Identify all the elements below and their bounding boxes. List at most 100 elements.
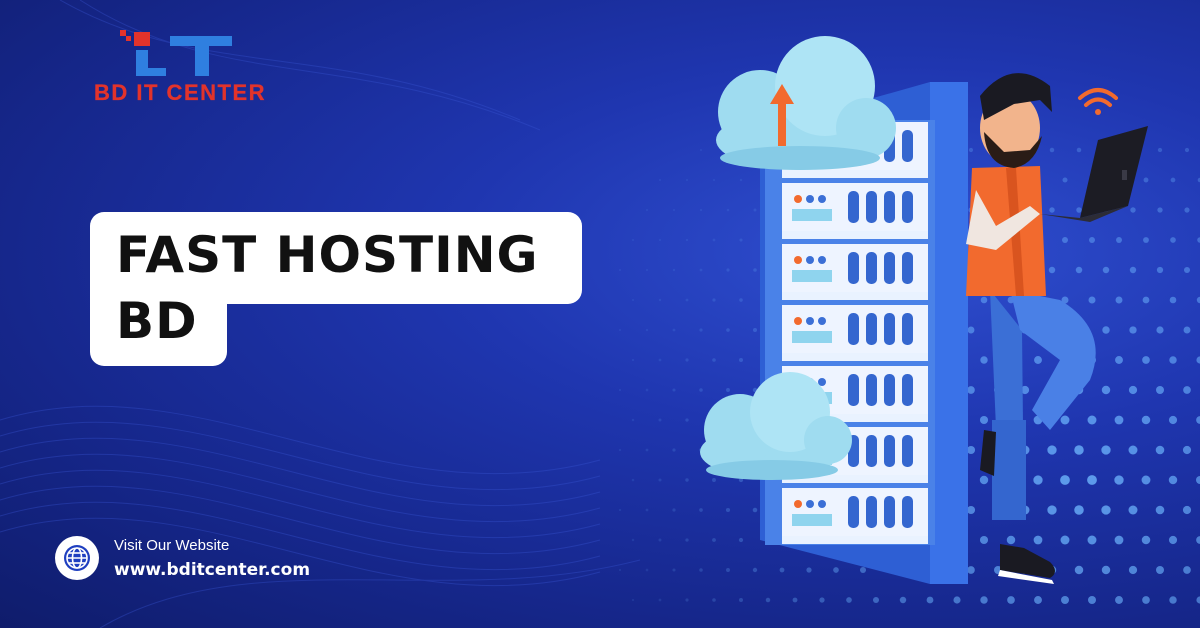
background-dot [1128, 385, 1138, 395]
background-dot [1129, 326, 1137, 334]
background-dot [1130, 207, 1136, 213]
background-dot [659, 239, 661, 241]
it-monogram-logo [120, 30, 232, 76]
background-dot [765, 597, 771, 603]
background-dot [726, 328, 730, 332]
background-dot [685, 538, 689, 542]
background-dot [618, 568, 622, 572]
background-dot [1075, 266, 1083, 274]
headline-box-tail [90, 288, 227, 366]
background-dot [645, 388, 649, 392]
server-unit [782, 244, 928, 300]
background-dot [1114, 415, 1124, 425]
background-dot [712, 238, 716, 242]
background-dot [1061, 596, 1069, 604]
background-dot [1101, 565, 1111, 575]
background-dot [1033, 535, 1043, 545]
background-dot [726, 268, 730, 272]
background-dot [1196, 416, 1200, 424]
background-dot [1169, 596, 1177, 604]
wifi-icon [1078, 88, 1118, 115]
background-dot [725, 507, 731, 513]
background-dot [1156, 566, 1164, 574]
background-dot [619, 329, 621, 331]
background-dot [753, 268, 757, 272]
background-dot [672, 388, 676, 392]
background-dot [1183, 386, 1191, 394]
background-dot [1020, 385, 1030, 395]
background-dot [712, 598, 716, 602]
background-dot [632, 239, 634, 241]
background-dot [979, 475, 989, 485]
background-dot [1033, 475, 1043, 485]
background-dot [779, 567, 785, 573]
background-dot [1101, 445, 1111, 455]
background-dot [685, 298, 689, 302]
background-dot [699, 388, 703, 392]
background-dot [739, 178, 743, 182]
background-dot [792, 597, 798, 603]
background-dot [968, 147, 974, 153]
background-dot [685, 598, 689, 602]
background-dot [1196, 536, 1200, 544]
background-dot [685, 418, 689, 422]
background-dot [1049, 207, 1055, 213]
background-dot [819, 597, 825, 603]
background-dot [631, 478, 635, 482]
background-dot [1157, 207, 1163, 213]
background-dot [712, 478, 716, 482]
background-dot [645, 568, 649, 572]
background-dot [685, 478, 689, 482]
background-dot [1157, 147, 1163, 153]
upload-cloud-icon [716, 36, 896, 170]
background-dot [1129, 266, 1137, 274]
globe-button[interactable] [55, 536, 99, 580]
background-dot [1102, 266, 1110, 274]
background-dot [1049, 147, 1055, 153]
background-dot [712, 178, 716, 182]
background-dot [752, 507, 758, 513]
background-dot [1062, 237, 1068, 243]
background-dot [699, 568, 703, 572]
background-dot [1155, 505, 1165, 515]
background-dot [1115, 596, 1123, 604]
background-dot [1047, 445, 1057, 455]
background-dot [645, 448, 649, 452]
background-dot [631, 418, 635, 422]
background-dot [1142, 356, 1150, 364]
background-dot [846, 597, 852, 603]
background-dot [1116, 237, 1122, 243]
background-dot [1141, 535, 1151, 545]
background-dot [1061, 296, 1069, 304]
background-dot [1156, 326, 1164, 334]
background-dot [1114, 475, 1124, 485]
background-dot [618, 448, 622, 452]
cloud-icon [700, 372, 852, 480]
background-dot [1183, 266, 1191, 274]
brand-logo: BD IT CENTER [60, 22, 300, 105]
background-dot [672, 268, 676, 272]
background-dot [645, 328, 649, 332]
background-dot [1074, 565, 1084, 575]
visit-label: Visit Our Website [114, 537, 230, 554]
website-link[interactable]: www.bditcenter.com [114, 560, 311, 580]
background-dot [699, 208, 703, 212]
background-dot [658, 358, 662, 362]
background-dot [1087, 535, 1097, 545]
background-dot [631, 538, 635, 542]
globe-icon [64, 545, 90, 571]
background-dot [899, 596, 907, 604]
background-dot [752, 567, 758, 573]
background-dot [659, 179, 661, 181]
background-dot [618, 508, 622, 512]
background-dot [1101, 385, 1111, 395]
background-dot [1142, 596, 1150, 604]
background-dot [673, 209, 675, 211]
background-dot [1060, 415, 1070, 425]
background-dot [1141, 415, 1151, 425]
background-dot [1088, 296, 1096, 304]
background-dot [1074, 445, 1084, 455]
background-dot [1184, 207, 1190, 213]
person [966, 73, 1148, 584]
